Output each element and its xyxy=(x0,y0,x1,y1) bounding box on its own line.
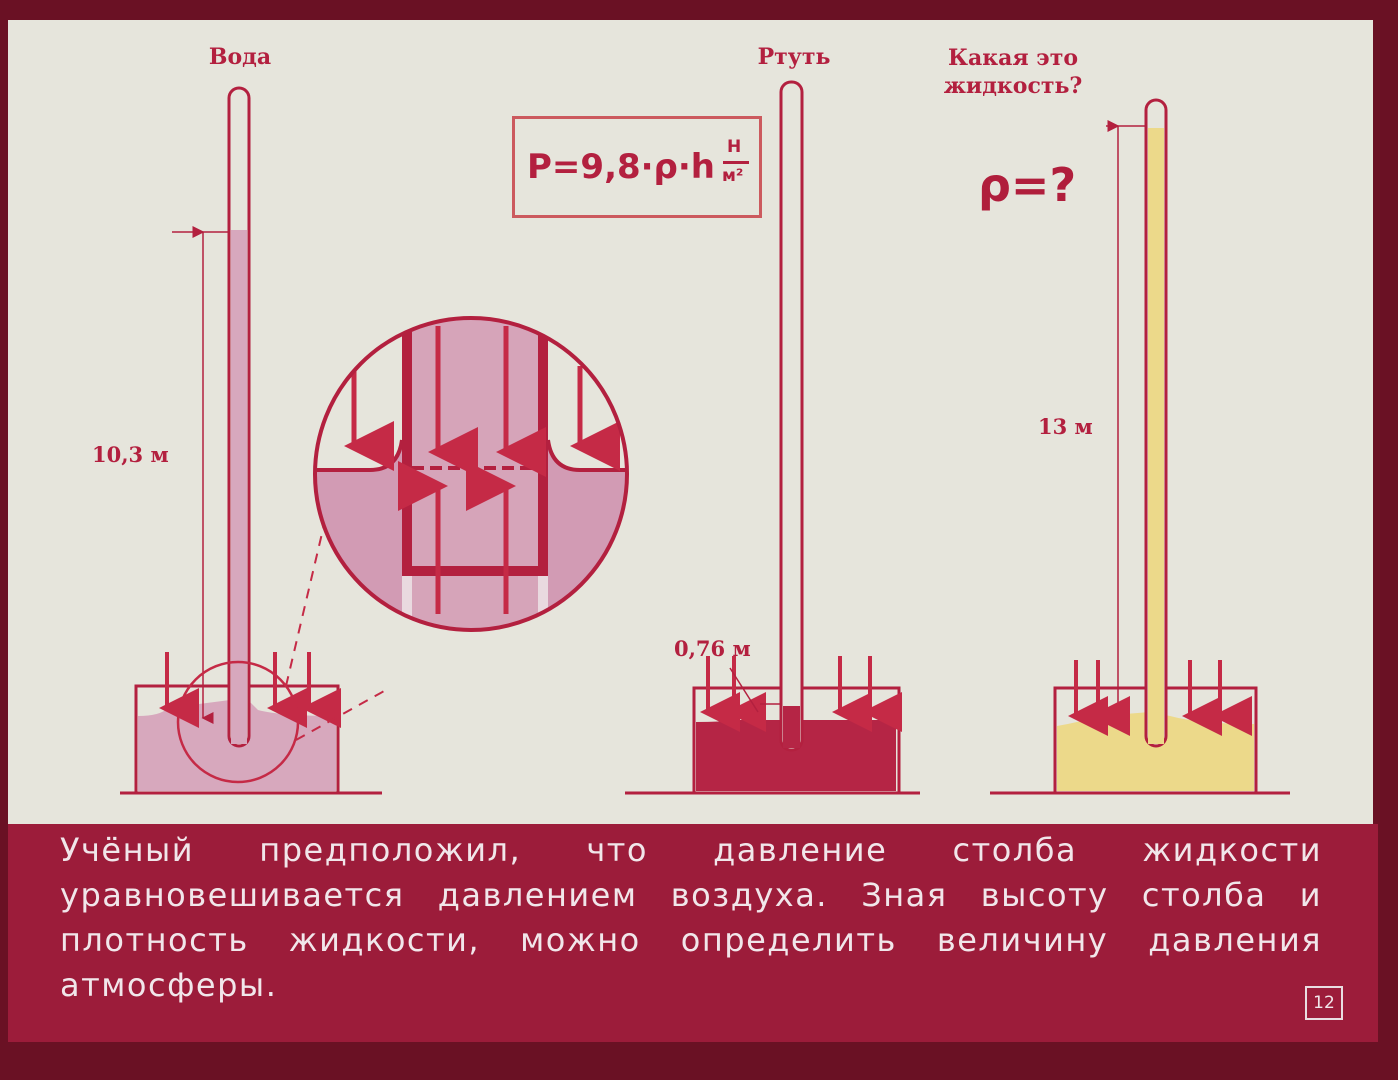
zoom-circle-border xyxy=(313,316,629,632)
magnifier-circle xyxy=(176,660,300,784)
formula-unit-numerator: Н xyxy=(727,137,742,157)
water-height-label: 10,3 м xyxy=(92,442,169,467)
mercury-column xyxy=(783,706,800,748)
caption-panel xyxy=(8,824,1378,1042)
formula-unit-denominator: м² xyxy=(722,166,744,186)
zoom-detail xyxy=(313,316,629,632)
mercury-height-pointer xyxy=(729,667,759,713)
water-apparatus xyxy=(120,86,387,795)
page-number: 12 xyxy=(1305,986,1343,1020)
formula-text: P=9,8·ρ·h xyxy=(527,147,716,187)
formula-box: P=9,8·ρ·h Н м² xyxy=(512,116,762,218)
caption-text: Учёный предположил, что давление столба … xyxy=(60,831,1322,1004)
zoom-tube-liquid xyxy=(412,318,538,628)
density-question: ρ=? xyxy=(978,158,1077,212)
diagram xyxy=(120,80,1290,795)
unknown-apparatus xyxy=(990,98,1290,795)
mercury-apparatus xyxy=(625,80,920,795)
water-column xyxy=(231,230,247,744)
unknown-height-label: 13 м xyxy=(1038,414,1093,439)
unknown-label: Какая это жидкость? xyxy=(943,45,1083,99)
water-label: Вода xyxy=(208,44,272,70)
formula-unit-bar xyxy=(723,161,749,164)
mercury-liquid xyxy=(696,720,896,791)
mercury-label: Ртуть xyxy=(757,44,831,70)
mercury-height-label: 0,76 м xyxy=(674,636,751,661)
unknown-column xyxy=(1148,128,1164,744)
mercury-tube xyxy=(779,80,804,752)
